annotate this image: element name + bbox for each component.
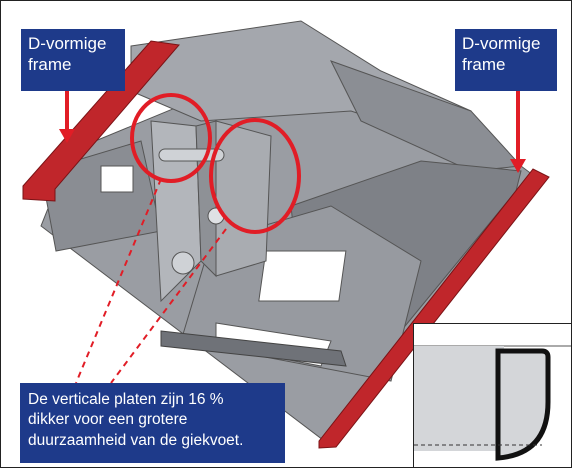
d-profile-inset [413, 323, 571, 467]
plates-note-line-2: dikker voor een grotere [28, 411, 188, 429]
left-frame-label-line-2: frame [28, 55, 72, 75]
right-frame-label-line-2: frame [462, 55, 506, 75]
right-frame-label-line-1: D-vormige [462, 34, 541, 53]
plates-note-line-1: De verticale platen zijn 16 % [28, 391, 224, 408]
left-frame-label: D-vormige frame [21, 29, 125, 91]
boom-foot-right-plate [215, 120, 272, 277]
d-profile-shape [495, 348, 551, 461]
highlight-circle-right [209, 118, 301, 234]
boom-pin-lower [171, 251, 195, 275]
left-d-frame-rail [22, 40, 180, 202]
deck-cutout-upper [258, 250, 347, 302]
plates-note-line-3: duurzaamheid van de giekvoet. [28, 431, 244, 449]
highlight-circle-left [130, 93, 212, 183]
leader-line-left [75, 178, 162, 384]
right-d-frame-rail [318, 168, 550, 449]
front-crossbar [160, 330, 347, 367]
right-frame-label: D-vormige frame [455, 29, 557, 91]
left-frame-arrow-head [59, 129, 75, 143]
right-frame-arrow-head [510, 159, 526, 173]
plates-note-label: De verticale platen zijn 16 % dikker voo… [20, 383, 285, 463]
left-frame-label-line-1: D-vormige [28, 34, 107, 53]
d-profile-cross-section [414, 345, 571, 461]
left-panel-cutout [100, 165, 134, 193]
